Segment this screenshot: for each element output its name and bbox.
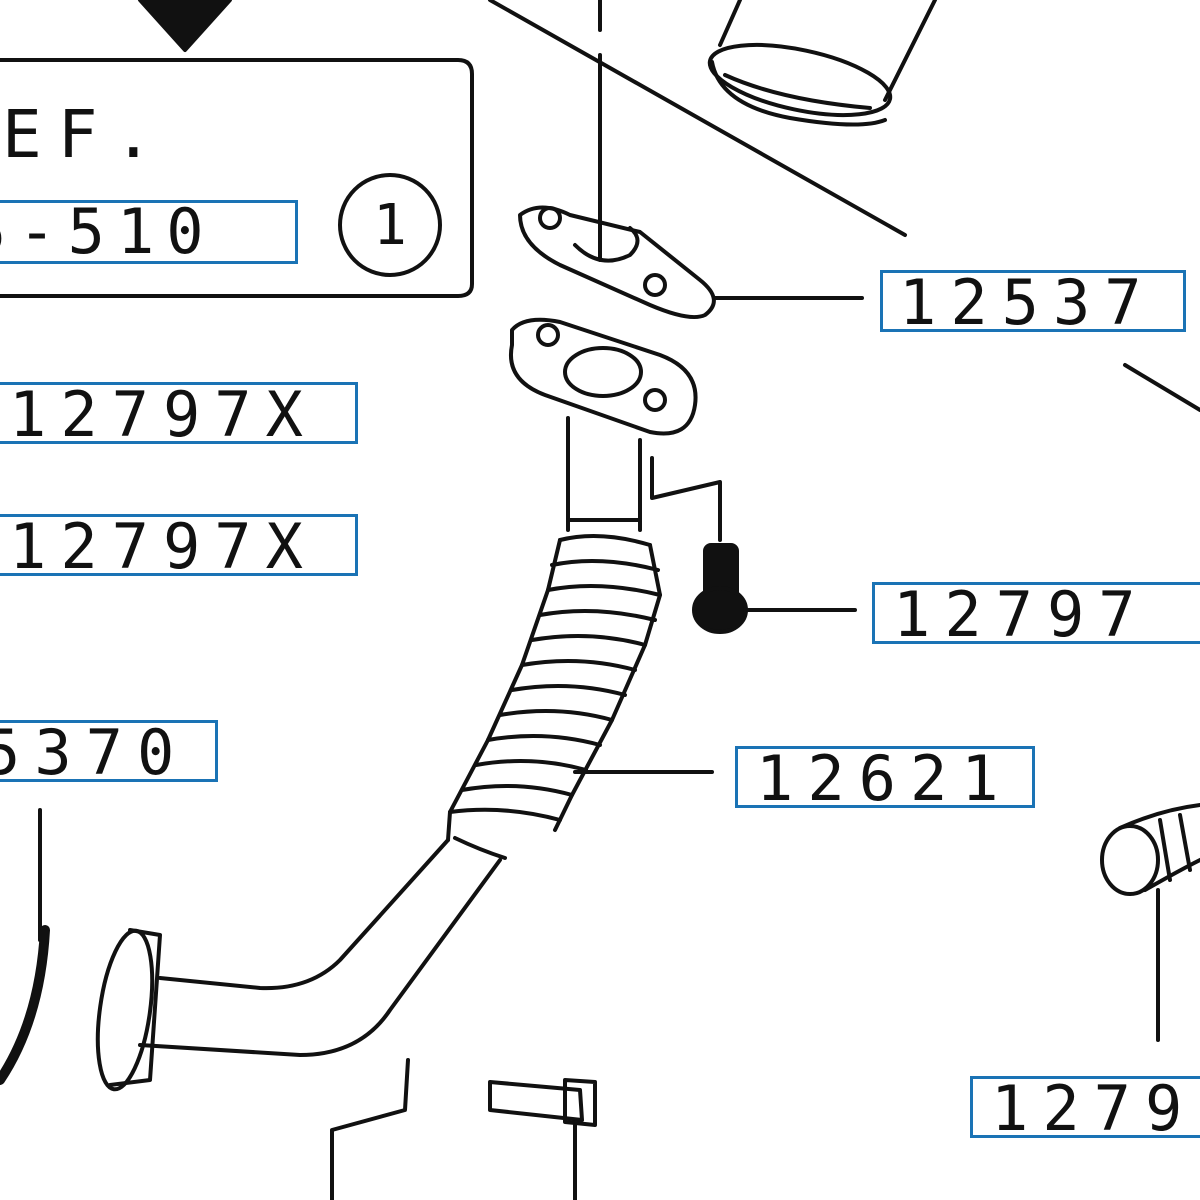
callout-12797x-a[interactable]: 12797X <box>0 378 358 451</box>
cylinder-part <box>707 0 937 127</box>
pipe-lower <box>95 836 507 1092</box>
callout-12537[interactable]: 12537 <box>880 266 1186 339</box>
bottom-bracket <box>330 1058 410 1200</box>
pipe-flange <box>509 317 698 436</box>
callout-5370[interactable]: 5370 <box>0 716 218 789</box>
callout-label-12621: 12621 <box>756 742 1013 815</box>
callout-label-12797x-b: 12797X <box>9 510 317 583</box>
stud-part <box>488 1078 597 1127</box>
callout-12797x-b[interactable]: 12797X <box>0 510 358 583</box>
callout-label-12797: 12797 <box>893 578 1150 651</box>
ref-box-outline <box>0 58 474 298</box>
ref-number-link[interactable]: 5-510 <box>0 200 298 264</box>
bolt-part-1279 <box>1100 803 1200 896</box>
pipe-corrugation <box>446 534 662 842</box>
bracket-line <box>650 456 722 542</box>
callout-label-12797x-a: 12797X <box>9 378 317 451</box>
callout-label-12537: 12537 <box>899 266 1156 339</box>
leader-diagonal <box>488 0 907 237</box>
left-part-edge <box>0 925 50 1085</box>
callout-1279[interactable]: 1279 <box>970 1072 1200 1145</box>
pipe-neck <box>566 416 642 532</box>
leader-right-diagonal <box>1123 363 1200 412</box>
callout-label-5370: 5370 <box>0 716 189 789</box>
callout-label-1279: 1279 <box>991 1072 1197 1145</box>
circled-number: 1 <box>338 173 442 277</box>
down-arrow-icon <box>138 0 232 52</box>
gasket-part <box>518 205 716 319</box>
bolt-part-12797 <box>692 543 748 634</box>
callout-12797[interactable]: 12797 <box>872 578 1200 651</box>
callout-12621[interactable]: 12621 <box>735 742 1035 815</box>
ref-number: 5-510 <box>0 195 216 268</box>
ref-text: EF. <box>2 96 170 173</box>
